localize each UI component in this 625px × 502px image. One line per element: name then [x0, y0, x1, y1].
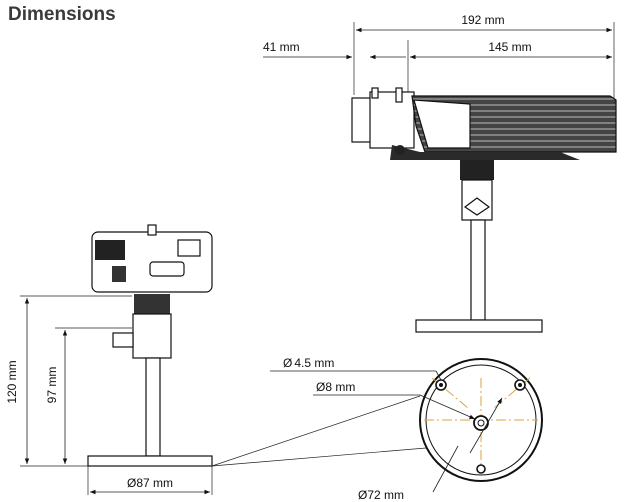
- center-hole-inner: [477, 419, 485, 427]
- mount-hole-left-center: [439, 383, 443, 387]
- camera-bottom: [390, 145, 580, 160]
- label-base-diameter: Ø87 mm: [127, 476, 173, 490]
- lens-barrel: [369, 91, 415, 149]
- top-clip: [147, 224, 157, 236]
- front-mount-ring: [134, 294, 170, 314]
- mount-hole-right-center: [518, 383, 522, 387]
- front-base: [87, 455, 213, 467]
- base-diameter-value: 87 mm: [136, 476, 173, 490]
- front-swivel-joint: [132, 313, 172, 359]
- power-connector: [112, 266, 126, 282]
- label-lens-length: 41 mm: [263, 40, 300, 54]
- center-hole-value: 8 mm: [325, 380, 355, 394]
- diameter-symbol: Ø: [316, 380, 325, 394]
- label-total-length: 192 mm: [461, 13, 504, 27]
- side-joint-diamond: [463, 197, 491, 216]
- side-mount-ring: [460, 160, 494, 180]
- projection-line-bottom: [211, 447, 427, 467]
- projection-line-top: [211, 395, 421, 467]
- leader-bolt-circle: [432, 445, 459, 493]
- side-base: [415, 319, 543, 333]
- lens-screw: [395, 145, 405, 155]
- side-swivel-joint: [461, 179, 493, 221]
- diameter-symbol: Ø: [358, 488, 367, 502]
- bolt-circle-value: 72 mm: [367, 488, 404, 502]
- diameter-symbol: Ø: [127, 476, 136, 490]
- swivel-knob: [112, 332, 134, 348]
- leader-hole-diameter-tip: [435, 370, 442, 381]
- leader-center-hole-tip: [419, 394, 476, 420]
- terminal-block: [95, 240, 125, 260]
- diameter-symbol: Ø: [283, 356, 292, 370]
- page-title: Dimensions: [8, 4, 116, 25]
- serial-port: [149, 261, 185, 277]
- network-port: [177, 239, 201, 257]
- side-view: 192 mm 145 mm 41 mm: [263, 13, 617, 333]
- lens-knob-left: [371, 87, 379, 99]
- bolt-circle-diameter-line: [469, 397, 503, 454]
- label-stand-height: 97 mm: [45, 367, 59, 404]
- camera-face-plate: [413, 99, 471, 149]
- front-pole: [145, 357, 161, 457]
- lens-knob-right: [395, 87, 403, 103]
- hole-diameter-value: 4.5 mm: [294, 356, 334, 370]
- front-view: 120 mm 97 mm Ø87 mm: [5, 224, 213, 495]
- label-body-length: 145 mm: [488, 40, 531, 54]
- label-total-height: 120 mm: [5, 360, 19, 403]
- label-center-hole: Ø8 mm: [316, 380, 355, 394]
- label-bolt-circle: Ø72 mm: [358, 488, 404, 502]
- side-pole: [470, 219, 486, 321]
- mount-hole-bottom: [476, 464, 486, 474]
